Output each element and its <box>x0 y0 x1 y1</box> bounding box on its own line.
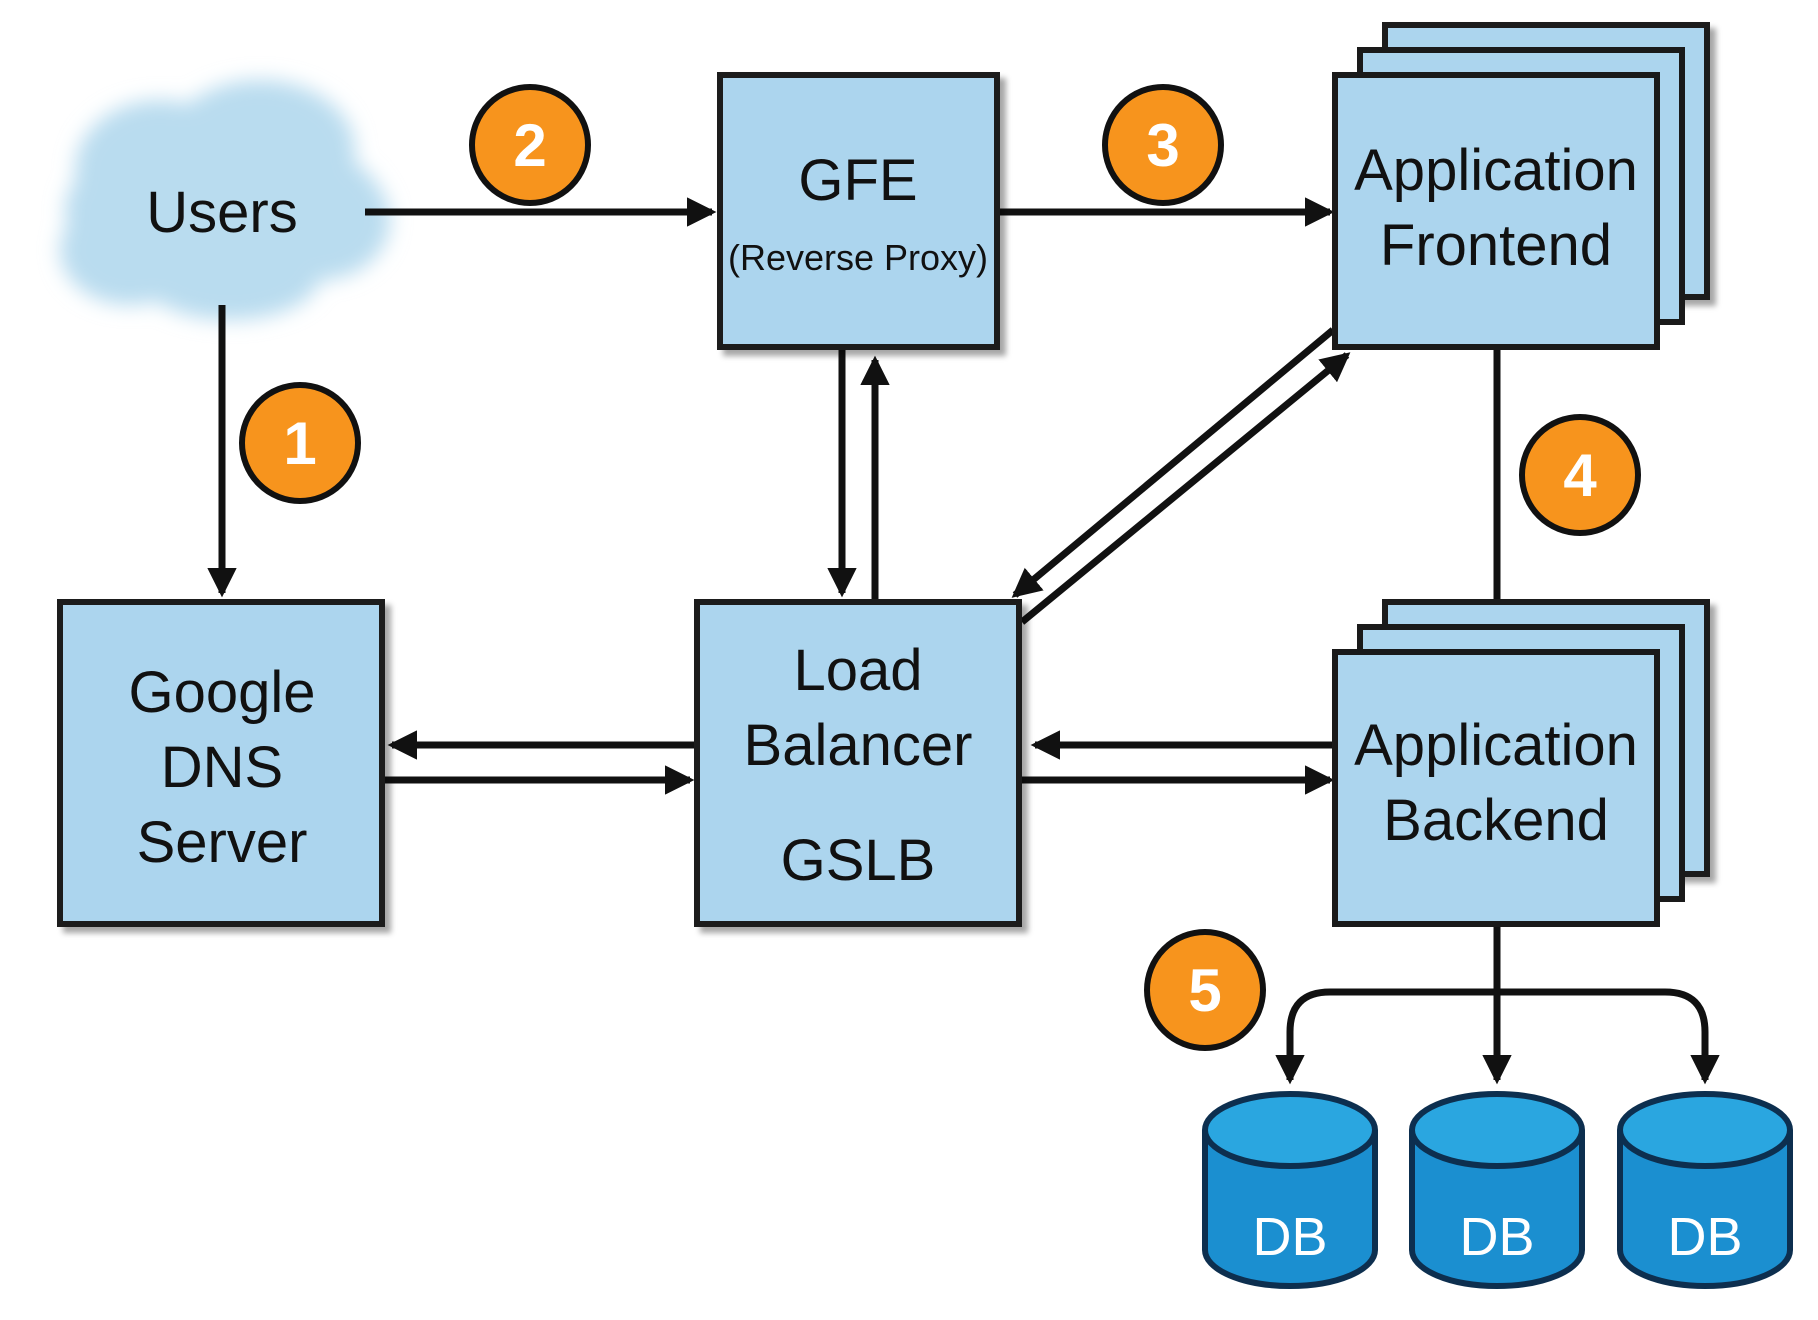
db-right-label: DB <box>1667 1207 1742 1267</box>
step-badge-5: 5 <box>1144 929 1266 1051</box>
load-balancer-box: Load Balancer GSLB <box>694 599 1022 927</box>
db-left-label: DB <box>1252 1207 1327 1267</box>
app-frontend-line1: Application <box>1354 138 1638 203</box>
lb-line1: Load <box>793 638 922 703</box>
step-badge-2: 2 <box>469 84 591 206</box>
dns-line1: Google <box>128 660 315 725</box>
dns-line2: DNS <box>161 735 283 800</box>
step-badge-1-label: 1 <box>283 410 316 477</box>
db-cylinders: DB DB DB <box>1202 1091 1793 1289</box>
step-badge-1: 1 <box>239 382 361 504</box>
step-badges: 1 2 3 4 5 <box>239 84 1641 1051</box>
lb-line3: GSLB <box>781 828 936 893</box>
users-label: Users <box>146 180 297 245</box>
app-backend-line2: Backend <box>1383 788 1609 853</box>
arrow-backend-to-db-right <box>1497 988 1720 1085</box>
lb-line2: Balancer <box>744 713 973 778</box>
app-backend-box: Application Backend <box>1332 599 1710 927</box>
app-backend-line1: Application <box>1354 713 1638 778</box>
dns-line3: Server <box>137 810 308 875</box>
arrow-backend-to-db-left <box>1275 925 1501 1085</box>
arrow-lb-to-frontend <box>1019 352 1351 625</box>
step-badge-4: 4 <box>1519 414 1641 536</box>
gfe-title: GFE <box>798 148 917 213</box>
step-badge-2-label: 2 <box>513 112 546 179</box>
app-frontend-line2: Frontend <box>1380 213 1612 278</box>
step-badge-4-label: 4 <box>1563 442 1597 509</box>
step-badge-3-label: 3 <box>1146 112 1179 179</box>
arrow-frontend-to-lb <box>1011 327 1336 598</box>
db-cylinder-left: DB <box>1202 1091 1378 1289</box>
dns-server-box: Google DNS Server <box>57 599 385 927</box>
app-frontend-box: Application Frontend <box>1332 22 1710 350</box>
gfe-box: GFE (Reverse Proxy) <box>717 72 1000 350</box>
db-center-label: DB <box>1459 1207 1534 1267</box>
connectors <box>207 197 1720 1085</box>
users-cloud: Users <box>60 80 390 320</box>
db-cylinder-right: DB <box>1617 1091 1793 1289</box>
gfe-subtitle: (Reverse Proxy) <box>728 237 988 278</box>
step-badge-3: 3 <box>1102 84 1224 206</box>
step-badge-5-label: 5 <box>1188 957 1221 1024</box>
db-cylinder-center: DB <box>1409 1091 1585 1289</box>
